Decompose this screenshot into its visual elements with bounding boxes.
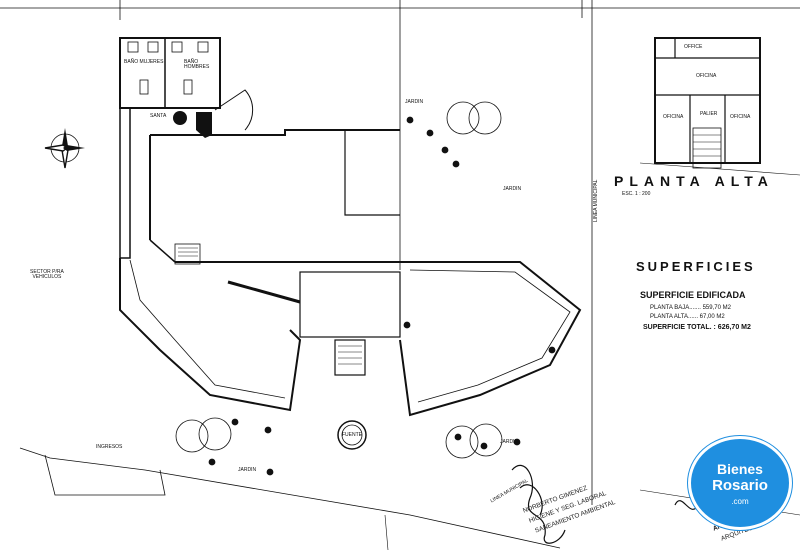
office-label: OFFICE <box>684 44 703 50</box>
logo-line-1: Bienes <box>717 461 763 477</box>
fuente-label: FUENTE <box>342 432 362 438</box>
planta-baja-row: PLANTA BAJA....... 559,70 M2 <box>650 305 731 311</box>
superficies-title: SUPERFICIES <box>636 259 756 274</box>
jardin-label-1: JARDIN <box>405 99 424 105</box>
superficie-total-row: SUPERFICIE TOTAL. : 626,70 M2 <box>643 324 751 331</box>
planta-alta-title: PLANTA ALTA <box>614 173 774 189</box>
bano-mujeres-label: BAÑO MUJERES <box>124 59 164 65</box>
oficina-top-label: OFICINA <box>696 73 717 79</box>
bienes-rosario-logo[interactable]: Bienes Rosario .com <box>688 436 792 530</box>
bano-hombres-label: BAÑO HOMBRES <box>184 59 210 70</box>
scale-label: ESC. 1 : 200 <box>622 191 651 197</box>
logo-line-2: Rosario <box>712 477 768 494</box>
oficina-right-label: OFICINA <box>730 114 751 120</box>
santa-label: SANTA <box>150 113 167 119</box>
jardin-label-2: JARDIN <box>503 186 522 192</box>
planta-alta-row: PLANTA ALTA...... 67,00 M2 <box>650 314 725 320</box>
oficina-left-label: OFICINA <box>663 114 684 120</box>
jardin-label-4: JARDIN <box>500 439 519 445</box>
sector-vehiculos-label: SECTOR P/RA VEHICULOS <box>30 269 64 280</box>
superficie-edificada-subtitle: SUPERFICIE EDIFICADA <box>640 290 746 300</box>
jardin-label-3: JARDIN <box>238 467 257 473</box>
palier-label: PALIER <box>700 111 718 117</box>
ingresos-label: INGRESOS <box>96 444 123 450</box>
logo-line-3: .com <box>731 497 749 506</box>
linea-municipal-label-1: LINEA MUNICIPAL <box>593 179 599 222</box>
